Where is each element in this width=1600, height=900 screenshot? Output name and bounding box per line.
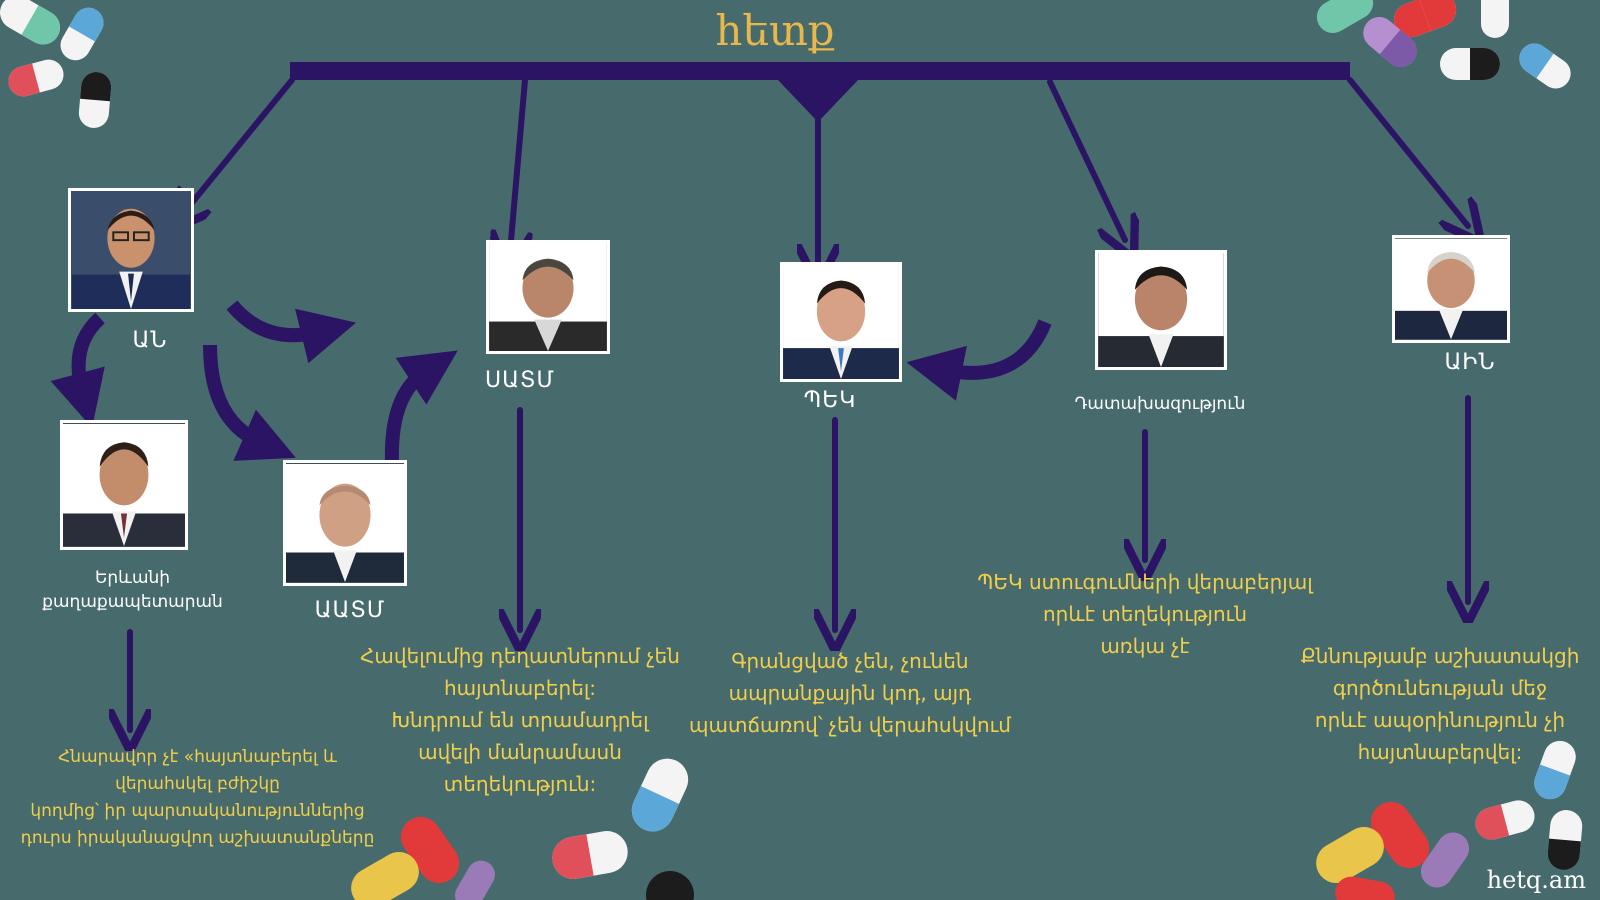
note-line: Քննությամբ աշխատակցի <box>1300 644 1580 668</box>
portrait-aatm <box>283 460 407 586</box>
note-line: հայտնաբերել: <box>443 676 597 700</box>
note-line: վերահսկել բժիշկը <box>115 774 280 794</box>
portrait-pek <box>780 262 902 382</box>
note-line: տեղեկություն: <box>443 772 597 796</box>
note-line: պատճառով՝ չեն վերահսկվում <box>689 713 1011 737</box>
label-yerevan-clinic-line: քաղաքապետարան <box>42 592 223 612</box>
person-portrait-icon <box>63 424 185 546</box>
note-line: գործունեության մեջ <box>1332 676 1548 700</box>
brand-watermark: hetq.am <box>1486 866 1586 894</box>
label-prosecutor: Դատախազություն <box>1074 394 1246 414</box>
arrow-to-ain <box>1347 77 1468 226</box>
note-line: առկա չէ <box>1100 634 1190 658</box>
pill-capsule-icon <box>0 0 112 128</box>
note-line: Հնարավոր չէ «հայտնաբերել և <box>58 747 337 767</box>
arrow-to-prosecutor <box>1047 79 1125 240</box>
note-line: Խնդրում են տրամադրել <box>391 708 649 732</box>
arrow-to-an <box>182 77 295 215</box>
note-yerevan: Հնարավոր չէ «հայտնաբերել և վերահսկել բժի… <box>0 744 395 852</box>
note-pek: Գրանցված չեն, չունեն ապրանքային կոդ, այդ… <box>670 645 1030 741</box>
portrait-ain <box>1392 235 1510 343</box>
note-line: հայտնաբերվել: <box>1357 740 1523 764</box>
label-an: ԱՆ <box>132 328 168 353</box>
curve-an-to-saatm <box>226 300 357 364</box>
note-line: ՊԵԿ ստուգումների վերաբերյալ <box>977 570 1313 594</box>
pill-capsule-icon <box>1316 740 1583 900</box>
portrait-an <box>68 188 194 312</box>
person-portrait-icon <box>783 265 899 379</box>
arrow-to-saatm <box>510 77 525 252</box>
label-ain: ԱԻՆ <box>1444 350 1496 375</box>
pill-capsule-icon <box>351 758 694 900</box>
diagram-title: hետք <box>715 6 835 55</box>
pill-capsule-icon <box>1316 0 1571 89</box>
curve-an-to-aatm <box>203 344 296 461</box>
label-saatm: ՍԱՏՄ <box>485 368 555 393</box>
note-line: ապրանքային կոդ, այդ <box>728 681 972 705</box>
portrait-yerevan-clinic <box>60 420 188 550</box>
label-yerevan-clinic: Երևանի քաղաքապետարան <box>30 566 235 614</box>
person-portrait-icon <box>1395 238 1507 340</box>
note-saatm: Հավելումից դեղատներում չեն հայտնաբերել: … <box>340 640 700 800</box>
note-line: որևէ տեղեկություն <box>1042 602 1248 626</box>
curve-an-to-yerevan <box>50 312 105 428</box>
label-pek: ՊԵԿ <box>803 388 857 413</box>
person-portrait-icon <box>72 191 190 309</box>
label-yerevan-clinic-line: Երևանի <box>94 568 171 588</box>
note-prosecutor: ՊԵԿ ստուգումների վերաբերյալ որևէ տեղեկու… <box>955 566 1335 662</box>
person-portrait-icon <box>489 243 607 351</box>
note-line: որևէ ապօրինություն չի <box>1314 708 1566 732</box>
portrait-saatm <box>486 240 610 354</box>
note-line: Գրանցված չեն, չունեն <box>731 649 969 673</box>
note-line: կողմից՝ իր պարտականություններից <box>30 801 365 821</box>
curve-aatm-to-saatm <box>384 350 458 463</box>
portrait-prosecutor <box>1095 250 1227 370</box>
curve-prosecutor-to-pek <box>906 319 1052 401</box>
note-line: դուրս իրականացվող աշխատանքները <box>20 828 375 848</box>
person-portrait-icon <box>1098 253 1224 367</box>
top-bar <box>290 62 1350 122</box>
note-line: ավելի մանրամասն <box>418 740 622 764</box>
note-ain: Քննությամբ աշխատակցի գործունեության մեջ … <box>1280 640 1600 768</box>
label-aatm: ԱԱՏՄ <box>314 598 386 623</box>
note-line: Հավելումից դեղատներում չեն <box>360 644 680 668</box>
person-portrait-icon <box>286 464 404 582</box>
